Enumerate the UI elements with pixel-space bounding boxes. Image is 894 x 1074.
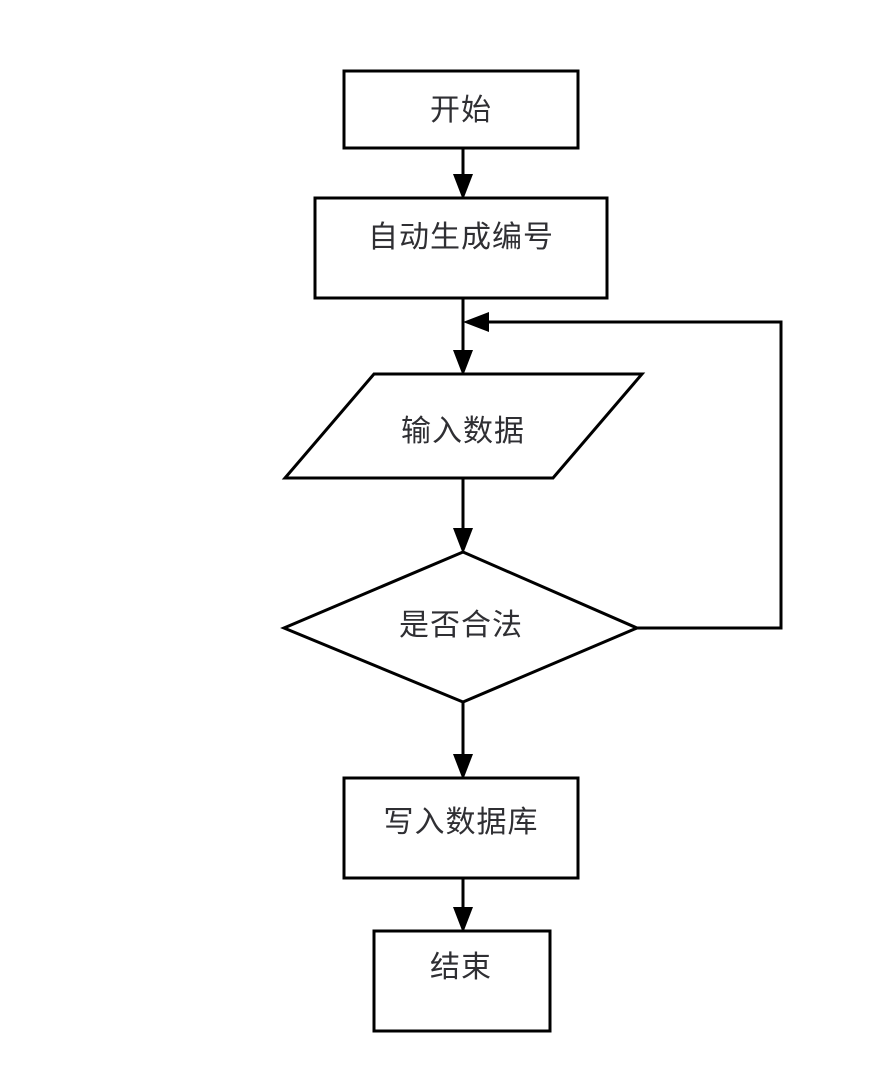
node-label-auto-number: 自动生成编号 (368, 221, 554, 254)
arrow-head-start-to-auto-number (453, 174, 473, 200)
node-shape-auto-number[interactable] (313, 196, 609, 300)
arrow-head-loop-back (463, 312, 489, 332)
arrow-head-auto-number-to-input-data (453, 350, 473, 376)
node-shape-input-data[interactable] (281, 372, 646, 480)
node-shape-end[interactable] (372, 929, 552, 1033)
arrow-head-input-data-to-is-valid (453, 528, 473, 554)
edge-is-valid-loop-back (475, 320, 783, 630)
node-shape-is-valid[interactable] (280, 550, 641, 704)
node-label-write-database: 写入数据库 (383, 806, 539, 839)
node-label-start: 开始 (430, 94, 492, 127)
node-label-is-valid: 是否合法 (399, 609, 523, 642)
node-label-end: 结束 (430, 951, 492, 984)
arrow-head-write-database-to-end (453, 907, 473, 933)
node-label-input-data: 输入数据 (401, 415, 525, 448)
node-shape-write-database[interactable] (342, 776, 580, 880)
node-shape-start[interactable] (342, 69, 580, 150)
arrow-head-is-valid-to-write-database (453, 754, 473, 780)
